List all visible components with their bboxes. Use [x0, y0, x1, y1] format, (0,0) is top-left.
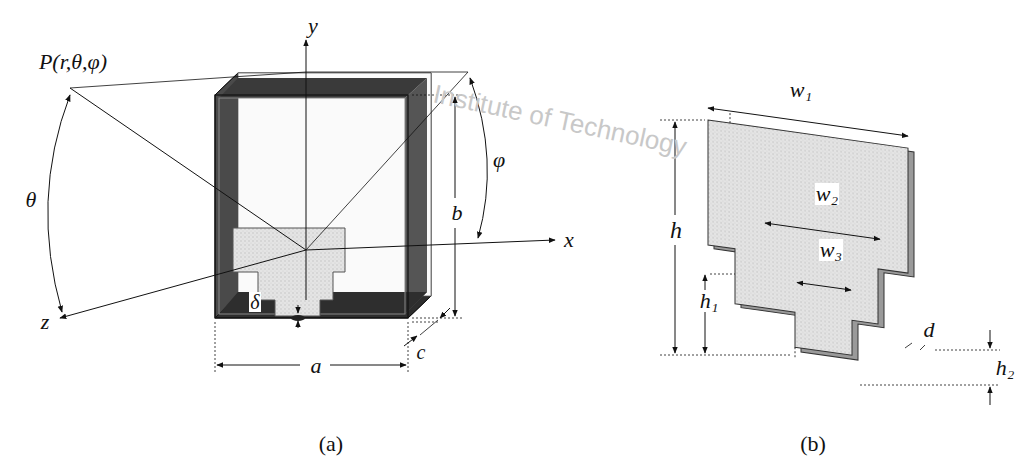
dimension-label: h₁ [699, 290, 720, 312]
watermark: Institute of Technology [431, 80, 689, 159]
dimension-label: w₂ [815, 183, 839, 205]
dimension-label: h₂ [995, 357, 1016, 379]
angle-label: φ [492, 149, 506, 171]
dimension-label: c [416, 342, 427, 362]
subfigure-label: (a) [318, 433, 344, 455]
axis-label: z [40, 311, 51, 333]
dimension-label: w₃ [819, 239, 843, 261]
dimension-label: w₁ [789, 79, 813, 101]
point-label: P(r,θ,φ) [38, 51, 108, 73]
axis-label: x [563, 229, 575, 251]
dimension-label: δ [249, 292, 260, 312]
dimension-label: h [669, 218, 683, 242]
axis-label: y [307, 15, 319, 37]
subfigure-label: (b) [799, 433, 827, 455]
dimension-label: a [310, 355, 323, 377]
angle-label: θ [25, 189, 38, 211]
dimension-label: d [923, 319, 936, 341]
dimension-label: b [451, 202, 464, 224]
